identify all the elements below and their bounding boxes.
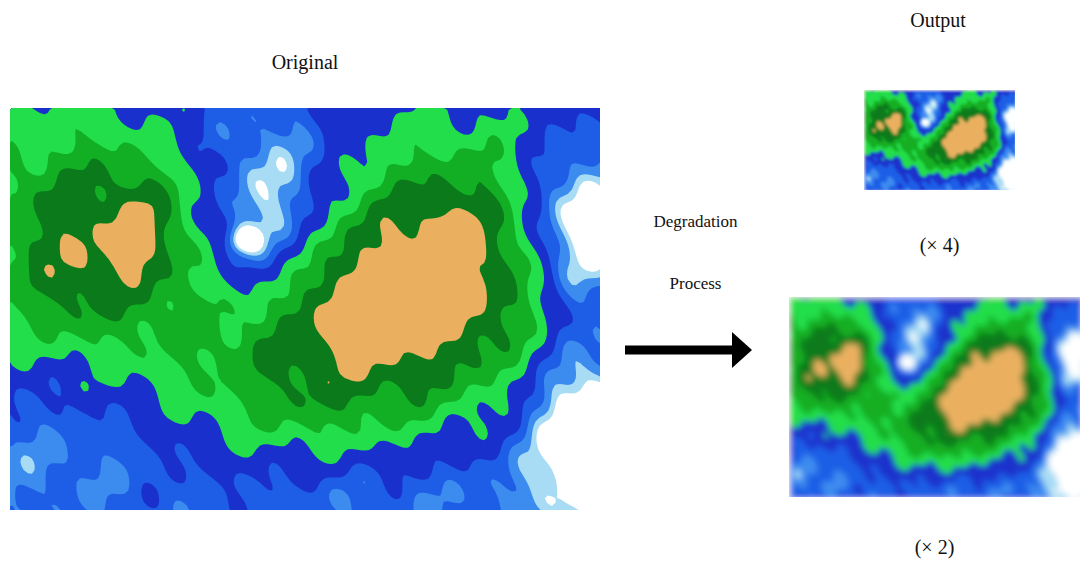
process-arrow <box>625 346 740 355</box>
arrow-label: Degradation Process <box>631 191 761 315</box>
radar-map-x4 <box>864 90 1015 190</box>
map-base <box>864 90 1015 190</box>
echo-band <box>10 108 600 510</box>
image-heading: (× 2) <box>915 535 955 559</box>
echo-band <box>789 307 1049 459</box>
echo-band <box>798 322 1039 447</box>
echo-band <box>29 159 518 411</box>
echo-band <box>864 90 1015 190</box>
echo-band <box>864 90 1015 190</box>
echo-band <box>806 343 1024 434</box>
echo-band <box>789 297 1080 497</box>
echo-band <box>44 201 487 384</box>
echo-band <box>10 108 600 510</box>
echo-band <box>789 297 1080 497</box>
echo-band <box>10 129 537 434</box>
echo-band <box>789 297 1080 497</box>
echo-band <box>864 90 1015 190</box>
map-base <box>789 297 1080 497</box>
output-image-x4: (× 4) <box>864 90 1015 190</box>
original-image: Original <box>10 108 600 510</box>
radar-map-original <box>10 108 600 510</box>
echo-band <box>864 90 1015 190</box>
echo-band <box>10 108 600 510</box>
image-heading: (× 4) <box>920 233 960 257</box>
echo-band <box>873 113 986 158</box>
echo-band <box>789 297 1080 497</box>
output-image-x2: (× 2) <box>789 297 1080 497</box>
echo-band <box>864 95 999 171</box>
echo-band <box>864 90 1001 179</box>
image-heading: Original <box>272 50 339 74</box>
echo-band <box>10 108 600 510</box>
echo-band <box>10 108 547 464</box>
group-heading: Output <box>910 8 966 32</box>
echo-band <box>789 297 1054 474</box>
radar-map-x2 <box>789 297 1080 497</box>
echo-band <box>869 103 994 166</box>
map-base <box>10 108 600 510</box>
